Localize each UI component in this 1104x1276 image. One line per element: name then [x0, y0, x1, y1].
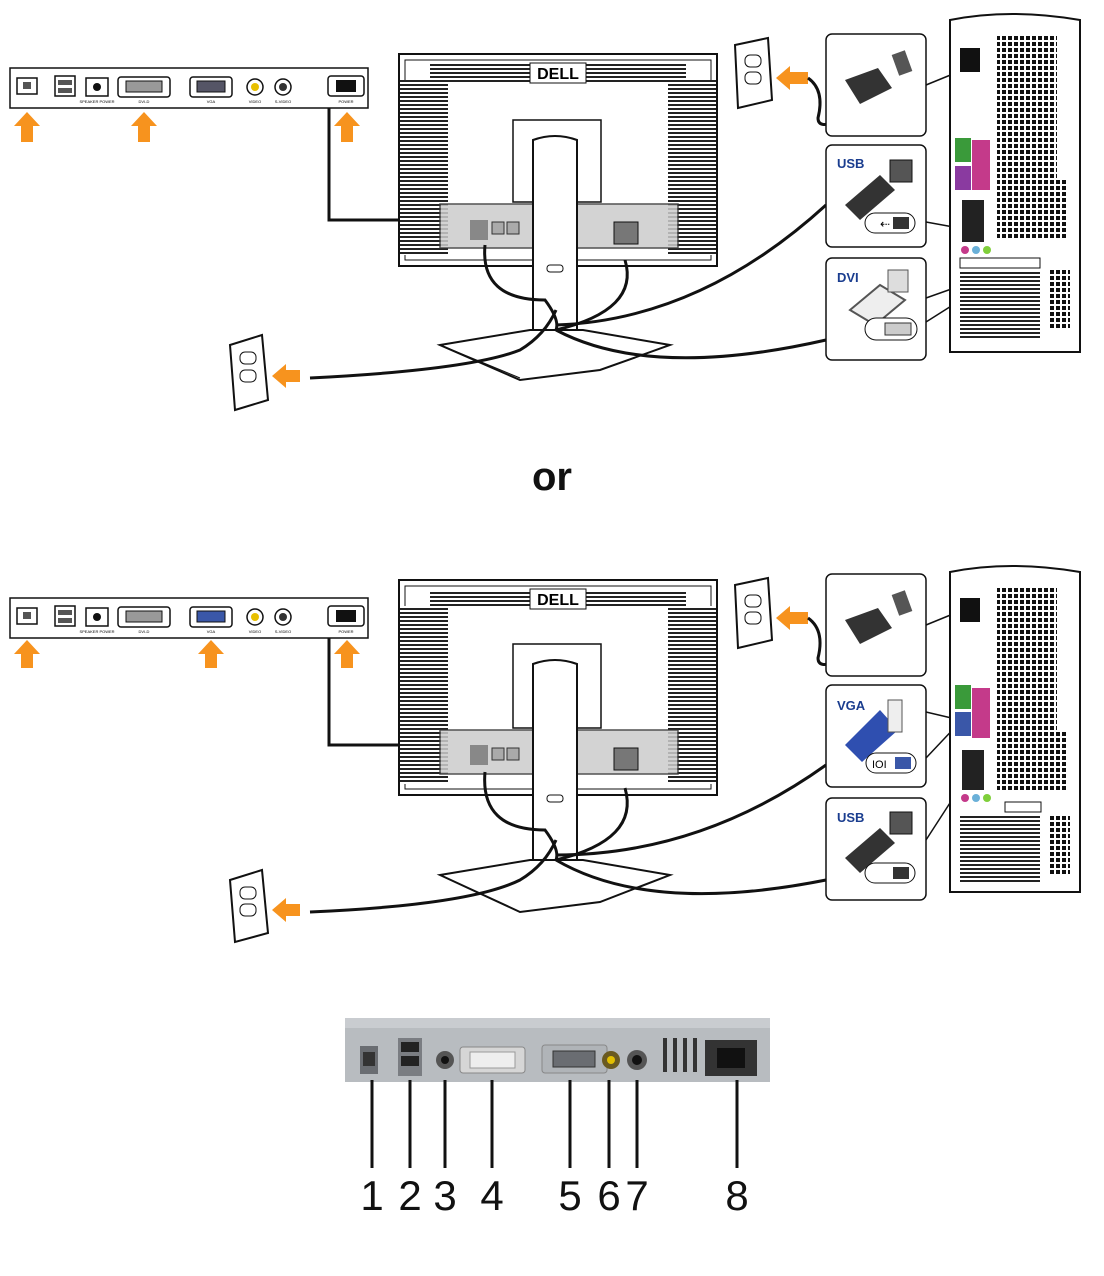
callout-number: 3 — [433, 1172, 456, 1219]
label-video: VIDEO — [249, 99, 261, 104]
label-video: VIDEO — [249, 629, 261, 634]
arrow-up-icon — [198, 640, 224, 668]
label-dvi: DVI-D — [139, 629, 150, 634]
vga-label: VGA — [837, 698, 866, 713]
svg-text:IOI: IOI — [872, 759, 887, 771]
monitor-stand — [436, 135, 674, 382]
callout-number: 4 — [480, 1172, 503, 1219]
dell-logo: DELL — [537, 592, 579, 609]
label-svideo: S-VIDEO — [275, 99, 291, 104]
label-svideo: S-VIDEO — [275, 629, 291, 634]
label-vga: VGA — [207, 629, 216, 634]
arrow-left-icon — [272, 364, 300, 388]
connection-diagram-dvi: SPEAKER POWER DVI-D VGA VIDEO S-VIDEO PO… — [9, 13, 1081, 412]
callout-number: 2 — [398, 1172, 421, 1219]
arrow-left-icon — [776, 66, 808, 90]
usb-connector-icon — [845, 175, 895, 220]
wall-outlet — [228, 333, 300, 412]
svg-text:⇠: ⇠ — [880, 217, 890, 231]
label-power: POWER — [338, 99, 353, 104]
power-cord-callout — [825, 33, 976, 137]
vga-connector-icon — [845, 710, 898, 762]
wall-outlet — [228, 868, 300, 944]
connector-panel: SPEAKER POWER DVI-D VGA VIDEO S-VIDEO PO… — [9, 67, 369, 109]
power-cord-callout — [825, 573, 976, 677]
vga-callout: VGA IOI — [825, 684, 961, 788]
connector-panel-photo — [345, 1018, 770, 1082]
label-power: POWER — [338, 629, 353, 634]
connector-panel: SPEAKER POWER DVI-D VGA VIDEO S-VIDEO PO… — [9, 597, 369, 639]
dvi-connector-icon — [848, 283, 907, 327]
callout-number: 5 — [558, 1172, 581, 1219]
dvi-callout: DVI — [825, 257, 1006, 361]
dell-logo: DELL — [537, 66, 579, 83]
wall-outlet — [733, 36, 841, 126]
arrow-up-icon — [14, 112, 40, 142]
usb-callout: USB ⇠ — [825, 144, 971, 248]
arrow-up-icon — [334, 640, 360, 668]
callout-number: 8 — [725, 1172, 748, 1219]
usb-callout: USB — [825, 771, 971, 901]
or-separator: or — [532, 455, 572, 499]
arrow-up-icon — [334, 112, 360, 142]
usb-connector-icon — [845, 828, 895, 873]
arrow-up-icon — [131, 112, 157, 142]
callout-number: 1 — [360, 1172, 383, 1219]
dvi-label: DVI — [837, 270, 859, 285]
label-speaker-power: SPEAKER POWER — [79, 629, 114, 634]
connection-diagram-vga: SPEAKER POWER DVI-D VGA VIDEO S-VIDEO PO… — [9, 565, 1081, 944]
usb-label: USB — [837, 810, 864, 825]
callout-number: 6 — [597, 1172, 620, 1219]
label-vga: VGA — [207, 99, 216, 104]
label-speaker-power: SPEAKER POWER — [79, 99, 114, 104]
monitor-stand — [436, 659, 674, 914]
connector-number-callouts: 1 2 3 4 5 6 7 8 — [360, 1080, 749, 1219]
usb-label: USB — [837, 156, 864, 171]
label-dvi: DVI-D — [139, 99, 150, 104]
pc-tower — [949, 13, 1081, 353]
pc-tower — [949, 565, 1081, 893]
callout-number: 7 — [625, 1172, 648, 1219]
arrow-up-icon — [14, 640, 40, 668]
arrow-left-icon — [272, 898, 300, 922]
arrow-left-icon — [776, 606, 808, 630]
wall-outlet — [733, 576, 841, 666]
